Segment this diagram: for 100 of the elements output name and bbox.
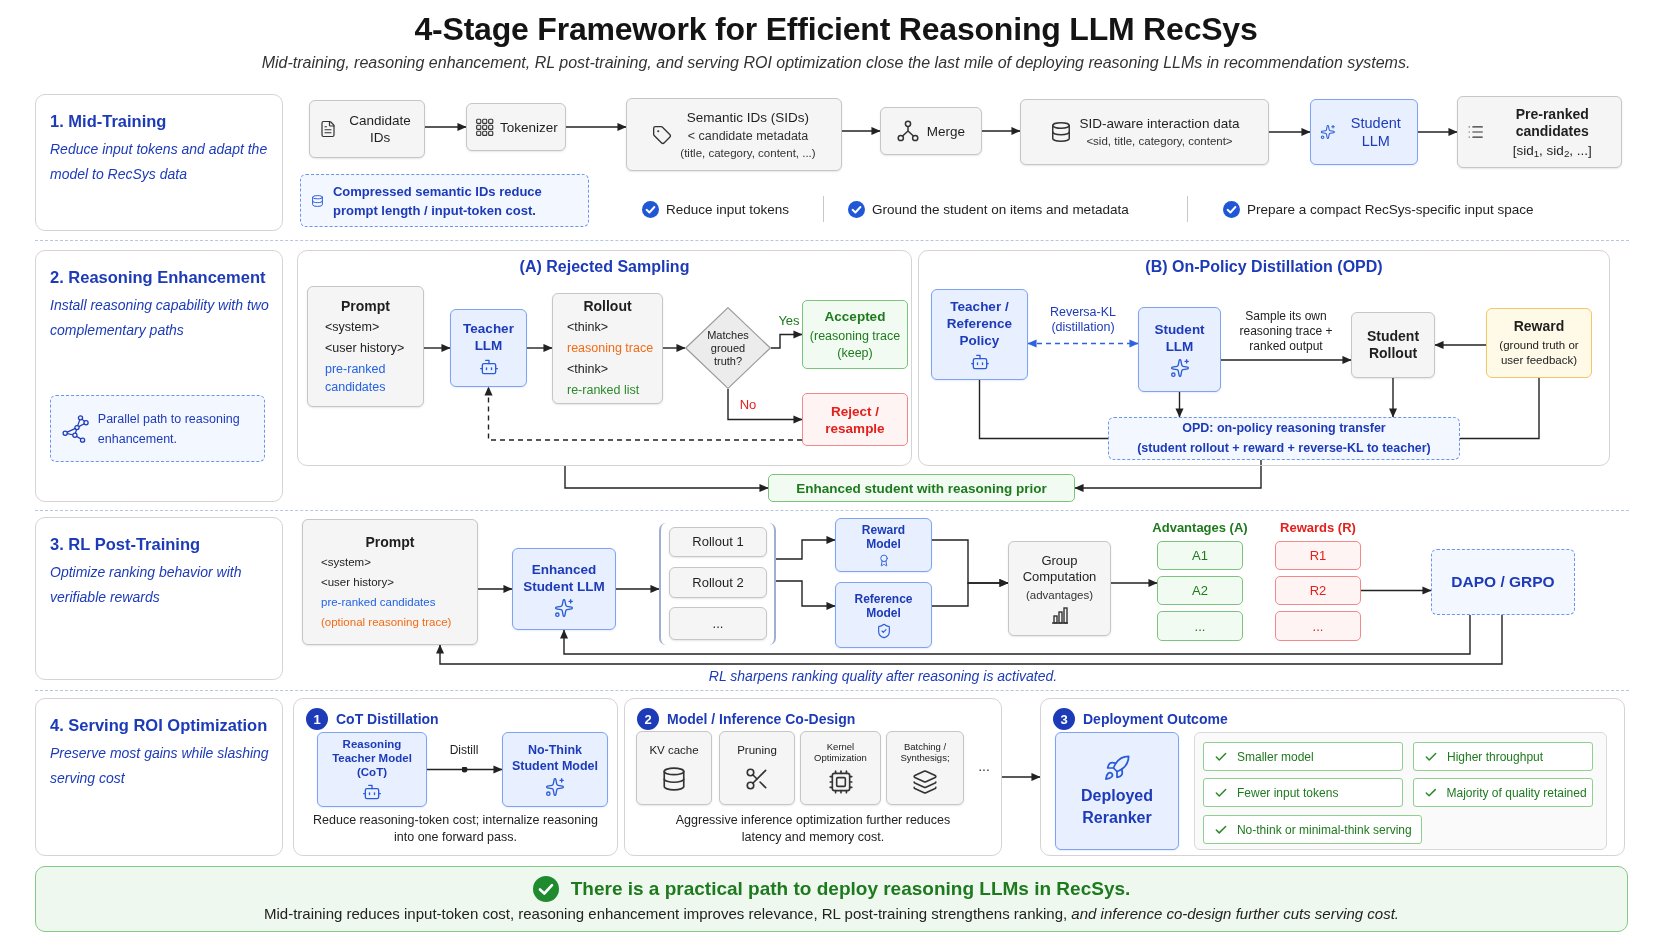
- decision-diamond: [685, 307, 771, 389]
- arrow: [424, 122, 467, 132]
- node-label: (advantages): [1025, 588, 1094, 603]
- loop-caption: RL sharpens ranking quality after reasoning is activated.: [708, 668, 1058, 685]
- node-label: R1: [1309, 548, 1327, 563]
- model-box: [1138, 307, 1221, 392]
- arrow: [477, 584, 513, 594]
- panel-title: (B) On-Policy Distillation (OPD): [1145, 258, 1383, 276]
- process-box: [309, 100, 425, 158]
- process-box: [800, 731, 881, 805]
- prompt-line: <user history>: [324, 339, 406, 357]
- column-heading: Rewards (R): [1280, 519, 1356, 536]
- node-label: Reference Model: [853, 591, 914, 620]
- node-label: Rollout 1: [692, 534, 744, 550]
- stage-description: Install reasoning capability with two complementary paths: [50, 296, 270, 340]
- node-label: Teacher LLM: [462, 319, 515, 354]
- checklist-item: [1203, 742, 1403, 771]
- arrow: [1434, 340, 1487, 350]
- arrow: [841, 126, 881, 136]
- model-box: [1055, 732, 1179, 850]
- section-panel: [624, 698, 1002, 856]
- process-box: [1351, 312, 1435, 378]
- process-box: [307, 286, 424, 407]
- score-box: [1157, 576, 1243, 605]
- model-box: [931, 289, 1028, 380]
- connector-line: [1459, 377, 1540, 440]
- step-number: 2: [637, 708, 659, 730]
- node-label: ...: [712, 615, 724, 632]
- banner-headline: There is a practical path to deploy reasoning LLMs in RecSys.: [570, 878, 1131, 900]
- arrow: [662, 343, 686, 353]
- node-label: Reward: [1513, 318, 1565, 335]
- node-label: DAPO / GRPO: [1451, 573, 1555, 591]
- item-text: Fewer input tokens: [1237, 785, 1339, 800]
- stage-card: [35, 517, 283, 680]
- stage-card: [35, 94, 283, 231]
- node-label: R2: [1309, 583, 1327, 598]
- connector-line: [978, 379, 1109, 440]
- prompt-line: <think>: [566, 319, 609, 336]
- checklist-item: [1203, 778, 1403, 807]
- arrow: [1074, 459, 1262, 493]
- item-text: Higher throughput: [1447, 749, 1544, 764]
- section-panel: [297, 250, 912, 466]
- checklist-panel: [1194, 732, 1607, 850]
- node-label: Enhanced student with reasoning prior: [796, 479, 1047, 497]
- note-text: OPD: on-policy reasoning transfer: [1182, 420, 1386, 437]
- prompt-line: <system>: [324, 318, 381, 336]
- step-number: 3: [1053, 708, 1075, 730]
- arrow: [981, 126, 1021, 136]
- arrow: [526, 343, 553, 353]
- node-label: No-Think Student Model: [510, 742, 600, 774]
- arrow: [559, 614, 1471, 655]
- model-box: [502, 732, 608, 807]
- arrow: [435, 614, 1503, 665]
- note-text: Parallel path to reasoning enhancement.: [97, 410, 241, 448]
- score-box: [1275, 576, 1361, 605]
- arrow: [1110, 578, 1158, 588]
- node-label: Candidate IDs: [348, 112, 412, 146]
- arrow: [727, 388, 803, 424]
- prompt-line: (optional reasoning trace): [320, 614, 453, 630]
- node-label: Prompt: [365, 533, 415, 551]
- process-box: [1457, 96, 1622, 168]
- arrow: [565, 122, 627, 132]
- node-label: Semantic IDs (SIDs): [686, 108, 810, 126]
- node-label: <sid, title, category, content>: [1086, 134, 1233, 149]
- ellipsis: ...: [978, 758, 990, 775]
- node-label: Enhanced Student LLM: [522, 560, 606, 595]
- arrow: [1175, 391, 1184, 418]
- prompt-line: pre-ranked candidates: [320, 594, 437, 610]
- node-label: (reasoning trace (keep): [808, 327, 902, 362]
- node-label: ...: [1312, 618, 1324, 634]
- checklist-item: [1413, 742, 1593, 771]
- process-box: [466, 103, 566, 151]
- score-box: [1157, 541, 1243, 570]
- arrow: [1388, 377, 1398, 418]
- checklist-item: [1413, 778, 1593, 807]
- process-box: [719, 731, 795, 805]
- panel-title: (A) Rejected Sampling: [519, 258, 690, 276]
- node-label: [sid$_{1}$, sid$_{2}$, ...]: [1512, 141, 1592, 159]
- diagram-title: 4-Stage Framework for Efficient Reasoning LLM RecSys: [414, 11, 1258, 48]
- node-label: Rollout 2: [692, 574, 744, 591]
- model-box: [835, 518, 932, 572]
- node-label: < candidate metadata: [687, 127, 809, 144]
- result-box: [802, 300, 908, 369]
- process-box: [669, 527, 767, 557]
- panel-title: CoT Distillation: [336, 711, 439, 727]
- arrow: [1001, 772, 1041, 782]
- stage-description: Preserve most gains while slashing serving cost: [50, 744, 270, 788]
- score-box: [1275, 611, 1361, 641]
- arrow: [1268, 127, 1311, 137]
- process-box: [626, 98, 842, 171]
- node-label: Student Rollout: [1365, 328, 1421, 362]
- process-box: [552, 293, 663, 404]
- score-box: [1157, 611, 1243, 641]
- node-label: Reward Model: [860, 523, 907, 551]
- process-box: [669, 607, 767, 640]
- bracket-group: [659, 523, 776, 645]
- summary-banner: [35, 866, 1628, 932]
- node-label: (ground truth or user feedback): [1498, 338, 1580, 368]
- node-label: Group Computation: [1021, 553, 1098, 585]
- arrow: [615, 584, 660, 594]
